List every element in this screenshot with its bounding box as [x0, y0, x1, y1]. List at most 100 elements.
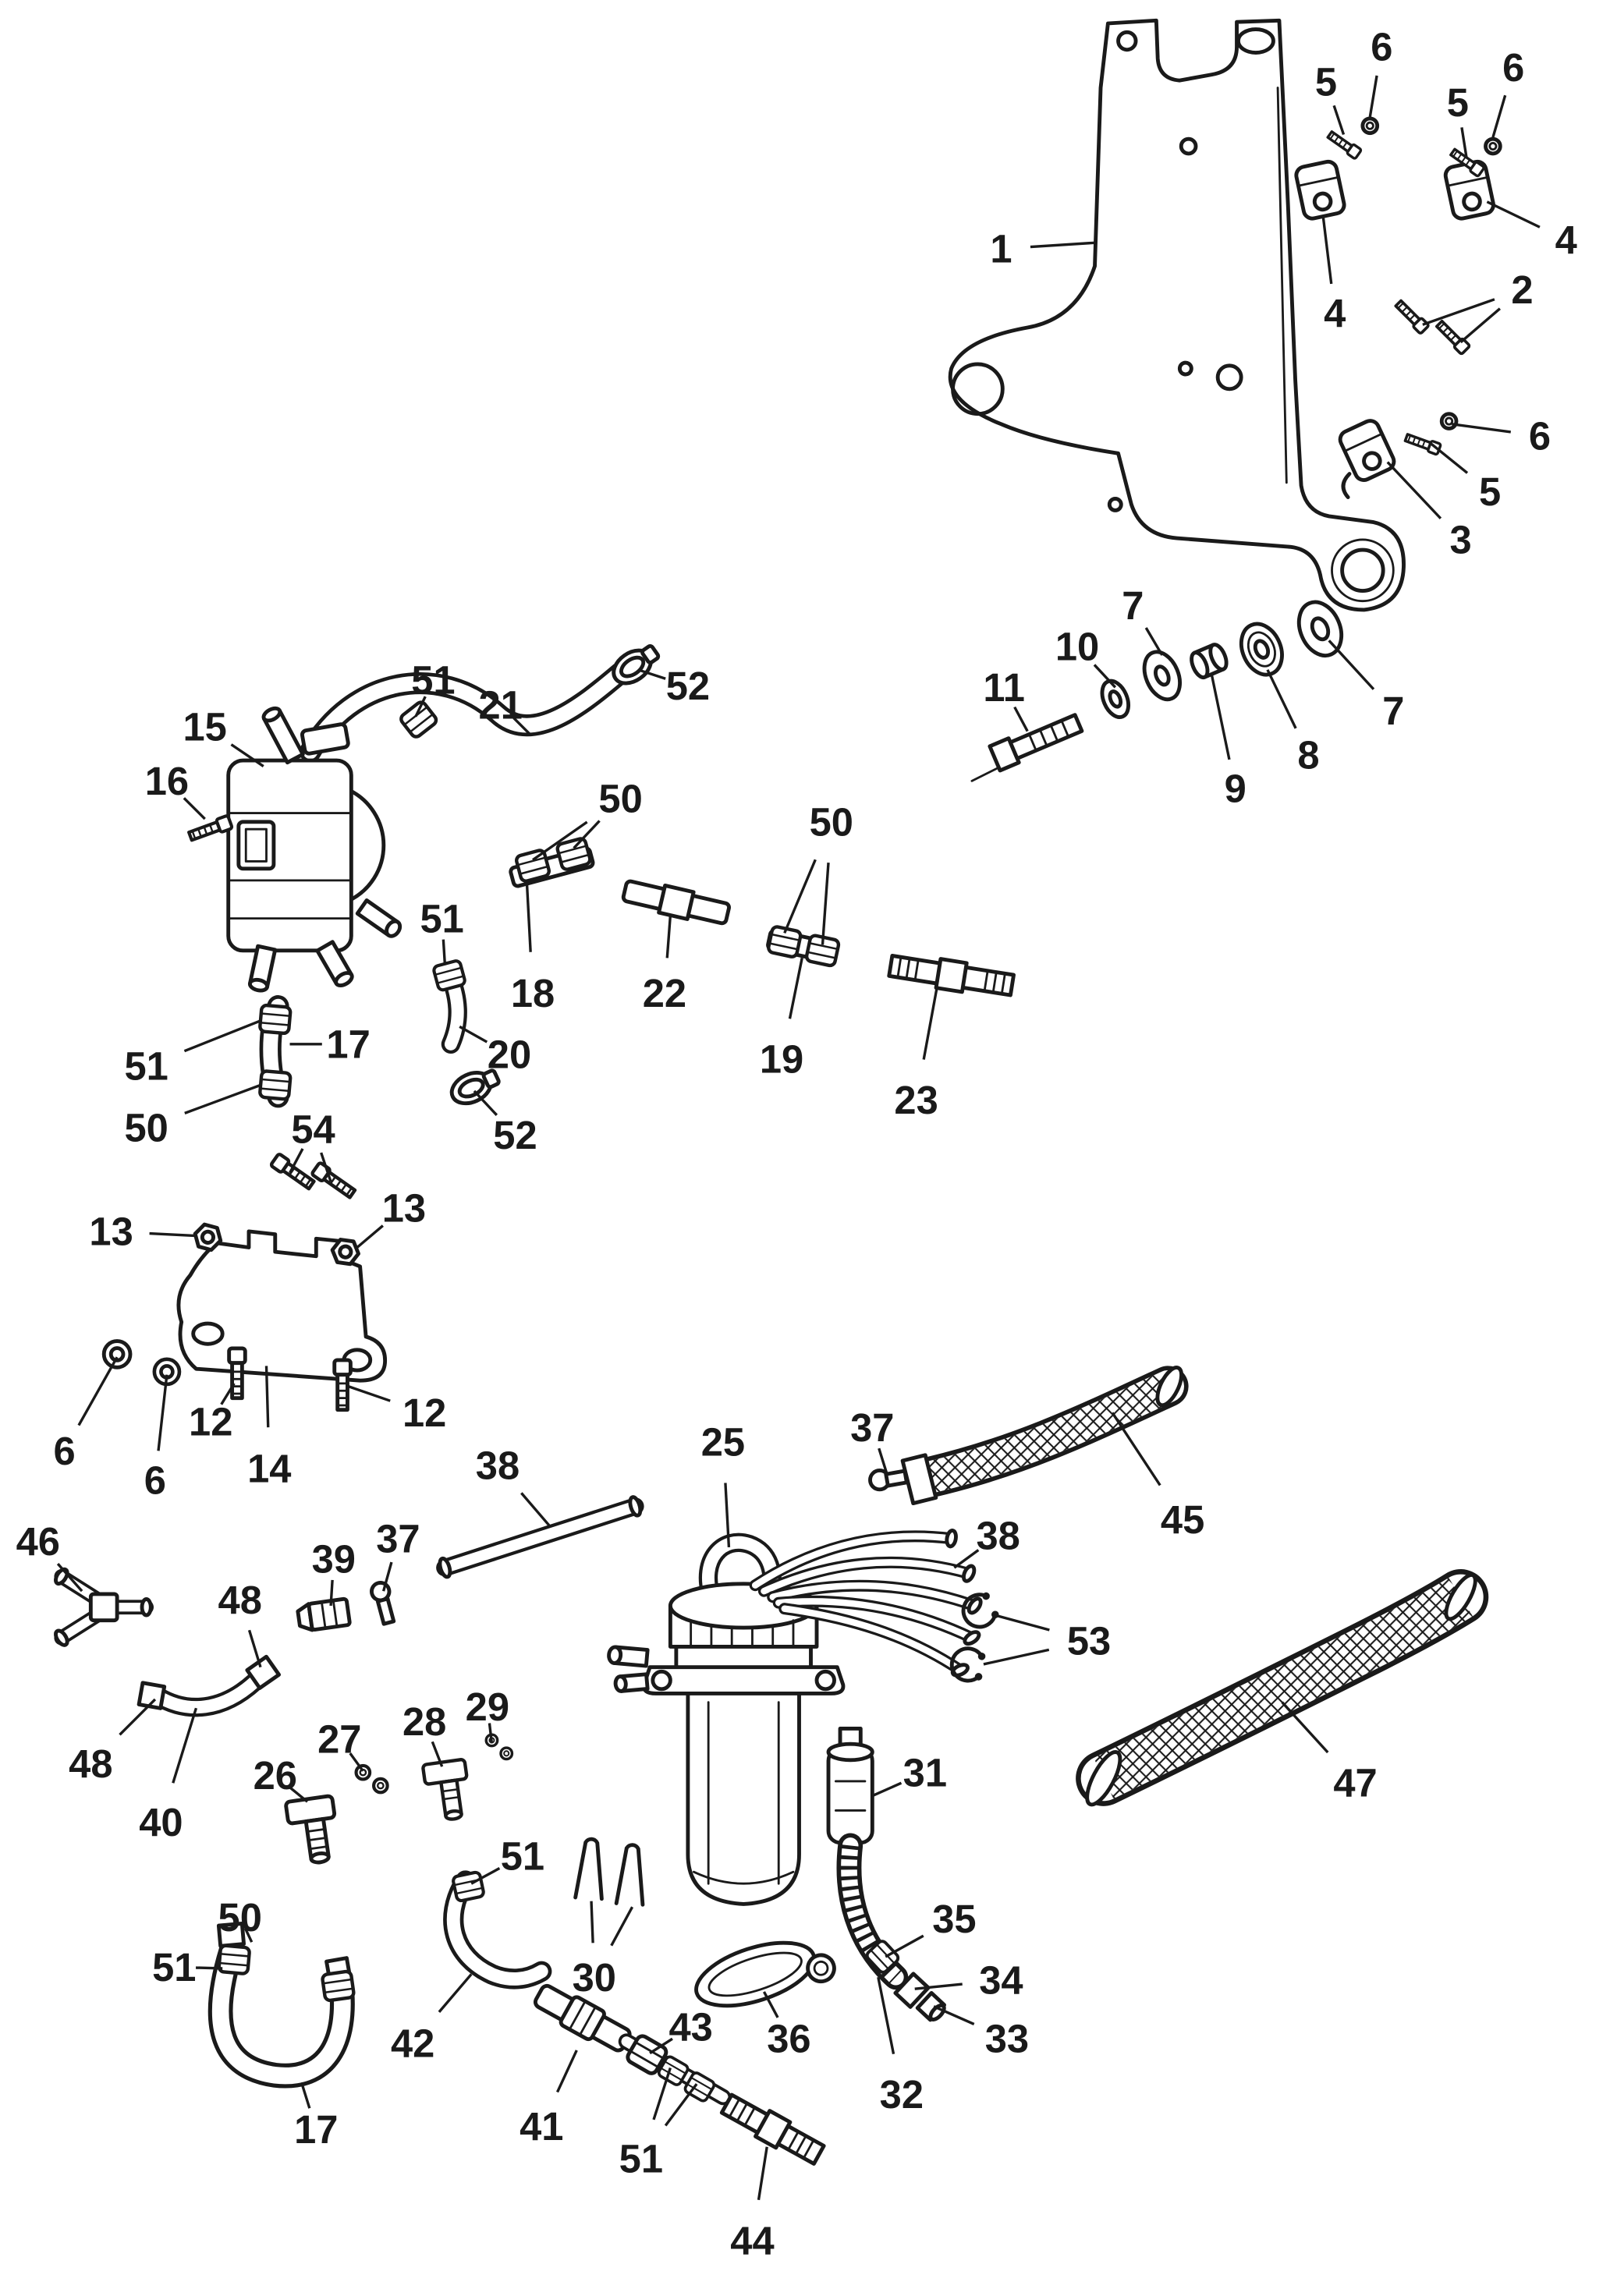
- callout-leader: [1460, 127, 1468, 158]
- callout-leader: [1093, 664, 1117, 689]
- screw-part5: [1403, 430, 1443, 456]
- callout-label-13: 13: [382, 1186, 426, 1231]
- callout-leader: [933, 2005, 975, 2025]
- callout-label-52: 52: [493, 1113, 537, 1157]
- callout-leader: [329, 1579, 334, 1607]
- callout-leader: [473, 1090, 498, 1116]
- callout-label-39: 39: [312, 1537, 356, 1582]
- callout-leader: [1459, 307, 1501, 344]
- callout-leader: [555, 2050, 578, 2093]
- callout-leader: [885, 1934, 924, 1958]
- callout-label-44: 44: [730, 2218, 774, 2262]
- callout-leader: [953, 1549, 980, 1569]
- callout-leader: [172, 1707, 198, 1784]
- callout-leader: [220, 1383, 236, 1405]
- callout-label-6: 6: [144, 1458, 166, 1502]
- clamp-part3: [1337, 418, 1396, 483]
- callout-label-52: 52: [666, 664, 710, 708]
- lockwasher-part6: [1363, 119, 1378, 133]
- braided-hose-part47: [1076, 1569, 1489, 1807]
- braided-hose-part45: [868, 1366, 1189, 1506]
- callout-label-32: 32: [880, 2072, 924, 2117]
- screw-part12: [229, 1348, 246, 1398]
- callout-label-14: 14: [247, 1446, 291, 1490]
- callout-label-48: 48: [69, 1741, 112, 1786]
- callout-leader: [983, 1648, 1050, 1666]
- callout-label-5: 5: [1447, 80, 1469, 125]
- bolt-part37: [868, 1469, 909, 1492]
- fuel-filter-assembly: [607, 1529, 1000, 1906]
- callout-leader: [871, 1781, 903, 1798]
- callout-label-10: 10: [1055, 625, 1099, 669]
- callout-leader: [230, 743, 264, 767]
- clamp-part50: [260, 1071, 291, 1100]
- callout-leader: [488, 1723, 494, 1744]
- callout-leader: [724, 1483, 731, 1548]
- callout-label-12: 12: [402, 1391, 446, 1435]
- gasket-part36: [694, 1940, 836, 2008]
- callout-label-51: 51: [152, 1945, 196, 1990]
- pin-part30: [616, 1844, 646, 1904]
- callout-leader: [264, 1366, 270, 1428]
- screw-part2: [1392, 297, 1431, 336]
- callout-label-33: 33: [985, 2017, 1029, 2061]
- callout-label-9: 9: [1225, 766, 1247, 810]
- callout-label-8: 8: [1297, 732, 1319, 777]
- callout-leader: [56, 1562, 83, 1593]
- clamp-part51: [452, 1872, 484, 1901]
- callout-leader: [1030, 241, 1095, 249]
- fitting-part39: [296, 1596, 352, 1632]
- callout-leader: [1266, 669, 1297, 729]
- screw-part2: [1433, 317, 1472, 356]
- callout-label-4: 4: [1324, 291, 1346, 335]
- callout-label-51: 51: [420, 896, 463, 941]
- callout-leader: [470, 1867, 501, 1885]
- callout-label-20: 20: [488, 1033, 531, 1077]
- callout-label-40: 40: [139, 1800, 183, 1844]
- callout-label-6: 6: [1371, 25, 1392, 69]
- callout-leader: [878, 1447, 888, 1475]
- callout-leader: [119, 1698, 157, 1736]
- fitting-part48: [245, 1654, 282, 1690]
- mounting-bracket-part1: [948, 18, 1406, 612]
- callout-leader: [300, 2082, 311, 2109]
- lockwasher-part6: [1486, 139, 1501, 154]
- callout-label-50: 50: [124, 1105, 168, 1150]
- screw-part54: [271, 1153, 316, 1191]
- callout-leader: [1328, 640, 1375, 690]
- callout-leader: [610, 1906, 634, 1947]
- callout-label-50: 50: [810, 800, 853, 845]
- lockwasher-part6: [1442, 414, 1456, 429]
- callout-leader: [183, 1019, 261, 1053]
- callout-leader: [914, 1982, 963, 1990]
- callout-leader: [356, 1224, 384, 1249]
- callout-leader: [1210, 675, 1231, 760]
- callout-leader: [821, 863, 830, 945]
- callout-leader: [348, 1385, 391, 1402]
- callout-leader: [1013, 706, 1029, 732]
- callout-label-51: 51: [124, 1044, 168, 1089]
- callout-label-11: 11: [983, 665, 1025, 710]
- callout-label-27: 27: [317, 1717, 361, 1761]
- callout-leader: [442, 939, 447, 966]
- fitting-part23: [887, 954, 1016, 997]
- washer-part10: [1100, 679, 1131, 719]
- callout-label-7: 7: [1382, 689, 1404, 733]
- clamp-part51: [260, 1005, 291, 1034]
- callout-leader: [157, 1374, 168, 1451]
- clamp-part4-left: [1295, 160, 1346, 220]
- callout-leader: [664, 2083, 698, 2127]
- filter-flange: [641, 1665, 846, 1695]
- lower-bracket-part14-group: [104, 1153, 387, 1410]
- callout-leader: [247, 1629, 262, 1668]
- callout-label-3: 3: [1450, 518, 1472, 562]
- callout-leader: [991, 1613, 1050, 1632]
- callout-leader: [783, 859, 817, 934]
- callout-leader: [77, 1356, 119, 1426]
- callout-label-53: 53: [1067, 1619, 1111, 1664]
- callout-leader: [512, 717, 531, 735]
- callout-leader: [757, 2146, 768, 2201]
- callout-leader: [1491, 94, 1507, 138]
- callout-label-34: 34: [979, 1958, 1023, 2003]
